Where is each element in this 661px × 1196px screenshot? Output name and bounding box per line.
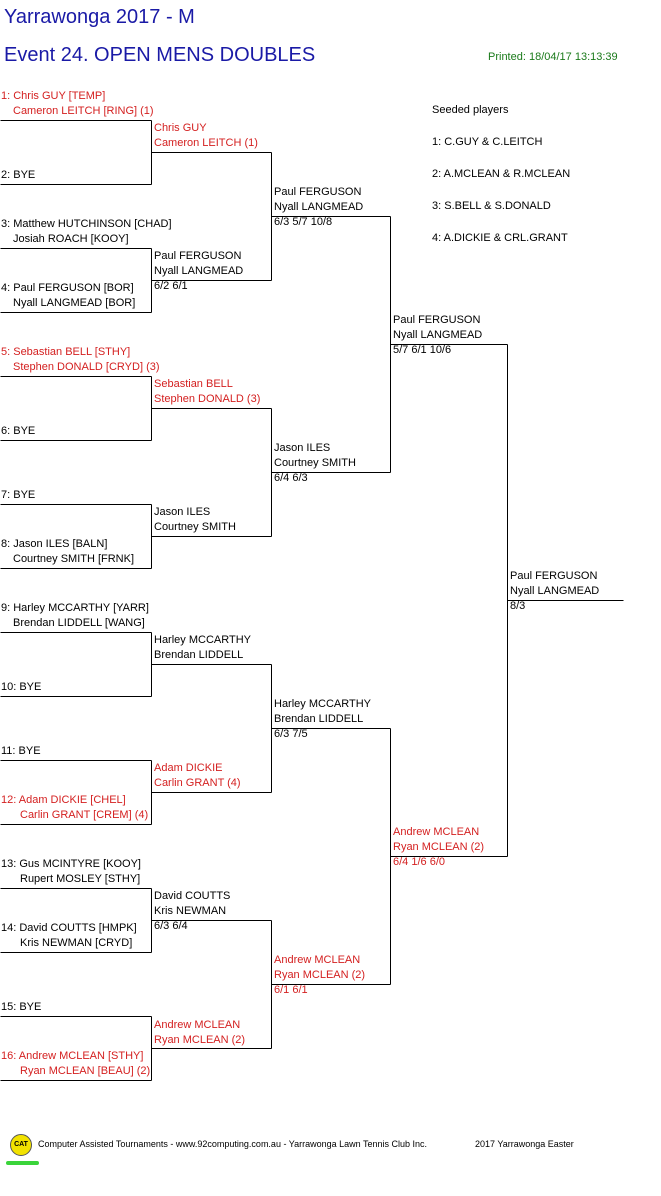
seeds-heading: Seeded players <box>432 104 509 116</box>
r4-player-a: Andrew MCLEAN <box>393 826 480 838</box>
r1-player-a: 12: Adam DICKIE [CHEL] <box>1 794 126 806</box>
r1-player-a: 4: Paul FERGUSON [BOR] <box>1 282 134 294</box>
page-title: Yarrawonga 2017 - M <box>4 6 195 28</box>
winner-player-b: Nyall LANGMEAD <box>510 585 600 597</box>
r3-score: 6/4 6/3 <box>274 472 308 484</box>
r2-player-a: David COUTTS <box>154 890 231 902</box>
event-title: Event 24. OPEN MENS DOUBLES <box>4 44 316 66</box>
cat-logo: CAT <box>10 1134 32 1156</box>
r1-player-a: 11: BYE <box>1 745 41 757</box>
r3-player-b: Courtney SMITH <box>274 457 356 469</box>
r2-player-b: Courtney SMITH <box>154 521 236 533</box>
seed-item: 2: A.MCLEAN & R.MCLEAN <box>432 168 571 180</box>
r4-player-b: Ryan MCLEAN (2) <box>393 841 485 853</box>
r4-score: 6/4 1/6 6/0 <box>393 856 445 868</box>
r1-player-b: Cameron LEITCH [RING] (1) <box>13 105 154 117</box>
r1-player-a: 5: Sebastian BELL [STHY] <box>1 346 131 358</box>
r3-player-a: Harley MCCARTHY <box>274 698 371 710</box>
seed-item: 4: A.DICKIE & CRL.GRANT <box>432 232 568 244</box>
r4-player-a: Paul FERGUSON <box>393 314 481 326</box>
r1-player-a: 7: BYE <box>1 489 36 501</box>
r2-player-b: Brendan LIDDELL <box>154 649 244 661</box>
r3-score: 6/1 6/1 <box>274 984 308 996</box>
r2-score: 6/3 6/4 <box>154 920 188 932</box>
r4-player-b: Nyall LANGMEAD <box>393 329 483 341</box>
r2-player-b: Nyall LANGMEAD <box>154 265 244 277</box>
r4-score: 5/7 6/1 10/6 <box>393 344 452 356</box>
seed-item: 1: C.GUY & C.LEITCH <box>432 136 543 148</box>
r1-player-b: Carlin GRANT [CREM] (4) <box>20 809 149 821</box>
footer-tournament: 2017 Yarrawonga Easter <box>475 1139 574 1149</box>
r1-player-b: Courtney SMITH [FRNK] <box>13 553 135 565</box>
r2-player-a: Andrew MCLEAN <box>154 1019 241 1031</box>
r1-player-a: 8: Jason ILES [BALN] <box>1 538 108 550</box>
r2-score: 6/2 6/1 <box>154 280 188 292</box>
r3-player-a: Jason ILES <box>274 442 331 454</box>
r3-score: 6/3 7/5 <box>274 728 308 740</box>
r3-player-b: Brendan LIDDELL <box>274 713 364 725</box>
r1-player-b: Kris NEWMAN [CRYD] <box>20 937 133 949</box>
winner-player-a: Paul FERGUSON <box>510 570 598 582</box>
r3-score: 6/3 5/7 10/8 <box>274 216 333 228</box>
r2-player-b: Ryan MCLEAN (2) <box>154 1034 246 1046</box>
r1-player-b: Brendan LIDDELL [WANG] <box>13 617 145 629</box>
r2-player-a: Chris GUY <box>154 122 207 134</box>
r2-player-a: Harley MCCARTHY <box>154 634 251 646</box>
r1-player-b: Josiah ROACH [KOOY] <box>13 233 129 245</box>
r1-player-a: 14: David COUTTS [HMPK] <box>1 922 137 934</box>
r2-player-b: Kris NEWMAN <box>154 905 227 917</box>
r3-player-b: Ryan MCLEAN (2) <box>274 969 366 981</box>
r1-player-b: Ryan MCLEAN [BEAU] (2) <box>20 1065 151 1077</box>
r2-player-a: Sebastian BELL <box>154 378 233 390</box>
r3-player-a: Andrew MCLEAN <box>274 954 361 966</box>
logo-underline <box>6 1161 39 1165</box>
r1-player-a: 2: BYE <box>1 169 36 181</box>
r1-player-b: Nyall LANGMEAD [BOR] <box>13 297 136 309</box>
r1-player-a: 13: Gus MCINTYRE [KOOY] <box>1 858 141 870</box>
r1-player-a: 3: Matthew HUTCHINSON [CHAD] <box>1 218 172 230</box>
footer-credit: Computer Assisted Tournaments - www.92co… <box>38 1139 428 1149</box>
r2-player-b: Stephen DONALD (3) <box>154 393 261 405</box>
r2-player-a: Adam DICKIE <box>154 762 223 774</box>
r1-player-a: 9: Harley MCCARTHY [YARR] <box>1 602 149 614</box>
r1-player-a: 15: BYE <box>1 1001 42 1013</box>
printed-timestamp: Printed: 18/04/17 13:13:39 <box>488 51 618 63</box>
seed-item: 3: S.BELL & S.DONALD <box>432 200 551 212</box>
r2-player-a: Paul FERGUSON <box>154 250 242 262</box>
r1-player-a: 6: BYE <box>1 425 36 437</box>
r1-player-a: 1: Chris GUY [TEMP] <box>1 90 106 102</box>
r1-player-b: Stephen DONALD [CRYD] (3) <box>13 361 160 373</box>
r1-player-a: 16: Andrew MCLEAN [STHY] <box>1 1050 144 1062</box>
r1-player-a: 10: BYE <box>1 681 42 693</box>
r3-player-b: Nyall LANGMEAD <box>274 201 364 213</box>
r2-player-a: Jason ILES <box>154 506 211 518</box>
r1-player-b: Rupert MOSLEY [STHY] <box>20 873 141 885</box>
r2-player-b: Carlin GRANT (4) <box>154 777 241 789</box>
final-score: 8/3 <box>510 600 526 612</box>
r2-player-b: Cameron LEITCH (1) <box>154 137 258 149</box>
r3-player-a: Paul FERGUSON <box>274 186 362 198</box>
